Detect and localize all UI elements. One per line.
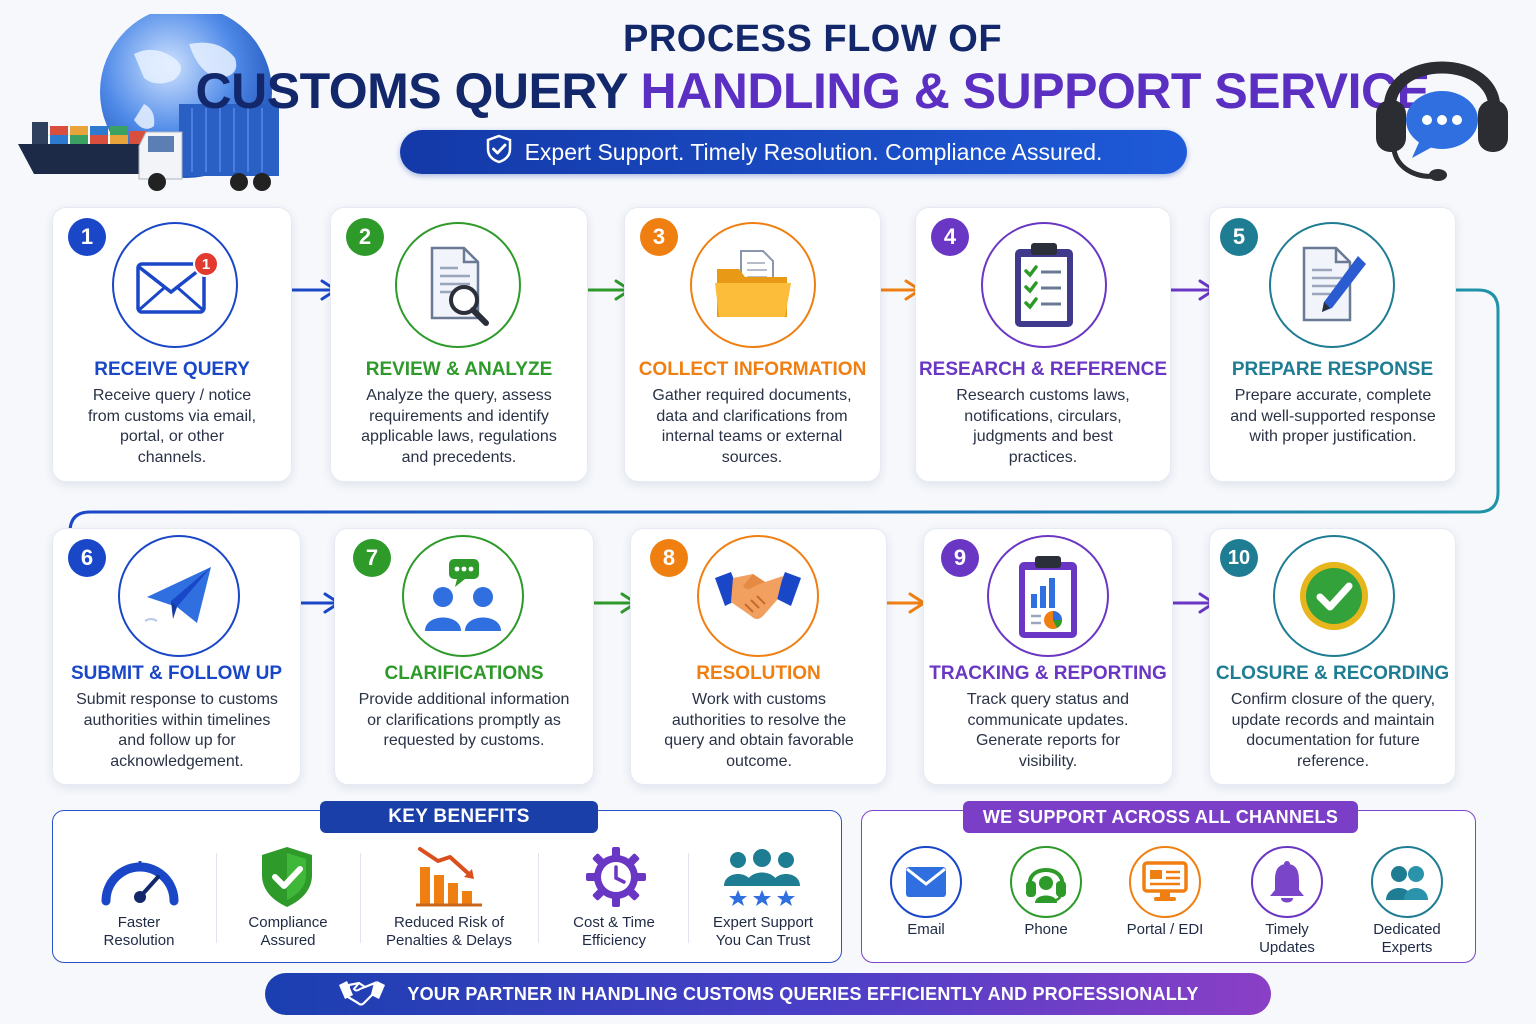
step-title: PREPARE RESPONSE	[1231, 359, 1434, 380]
handshake-icon	[697, 535, 819, 657]
step-number-badge: 1	[68, 218, 106, 256]
divider	[216, 853, 217, 943]
benefit-label: Reduced Risk of Penalties & Delays	[386, 914, 512, 949]
channel-label: Phone	[1024, 921, 1068, 938]
headset-icon	[1010, 846, 1082, 918]
step-description: Research customs laws, notifications, ci…	[956, 387, 1130, 466]
notification-count: 1	[202, 256, 210, 273]
people-chat-icon	[402, 535, 524, 657]
step-number-badge: 3	[640, 218, 678, 256]
support-channels-heading: WE SUPPORT ACROSS ALL CHANNELS	[963, 801, 1358, 833]
folder-icon	[690, 222, 816, 348]
channel-label: Portal / EDI	[1126, 921, 1204, 938]
page-title-line1: PROCESS FLOW OF	[622, 18, 1003, 60]
benefit-label: Compliance Assured	[248, 914, 328, 949]
step-title: CLOSURE & RECORDING	[1215, 663, 1450, 684]
step-number-badge: 5	[1220, 218, 1258, 256]
step-description: Provide additional information or clarif…	[358, 691, 570, 749]
divider	[360, 853, 361, 943]
step-number-badge: 10	[1220, 539, 1258, 577]
users-icon	[1371, 846, 1443, 918]
step-description: Analyze the query, assess requirements a…	[361, 387, 557, 466]
declining-bars-icon	[414, 845, 484, 909]
envelope-icon: 1	[112, 222, 238, 348]
step-description: Submit response to customs authorities w…	[76, 691, 278, 770]
key-benefits-panel	[52, 810, 842, 963]
handshake-icon	[337, 977, 387, 1012]
step-number-badge: 6	[68, 539, 106, 577]
step-description: Receive query / notice from customs via …	[87, 387, 257, 466]
step-description: Confirm closure of the query, update rec…	[1230, 691, 1436, 770]
headset-chat-icon	[1372, 22, 1512, 187]
divider	[538, 853, 539, 943]
title-handling-support: HANDLING & SUPPORT SERVICE	[640, 63, 1430, 119]
speedometer-icon	[98, 845, 182, 909]
shield-check-icon	[485, 134, 513, 170]
clipboard-checklist-icon	[981, 222, 1107, 348]
globe-logistics-illustration	[14, 6, 284, 194]
benefit-label: Expert Support You Can Trust	[712, 914, 814, 949]
step-description: Work with customs authorities to resolve…	[664, 691, 854, 770]
step-title: COLLECT INFORMATION	[638, 359, 867, 380]
title-customs-query: CUSTOMS QUERY	[195, 63, 628, 119]
step-title: RECEIVE QUERY	[94, 359, 250, 380]
bell-icon	[1251, 846, 1323, 918]
check-circle-icon	[1273, 535, 1395, 657]
shield-check-icon	[258, 845, 316, 909]
step-description: Prepare accurate, complete and well-supp…	[1230, 387, 1436, 445]
channel-label: Dedicated Experts	[1373, 921, 1441, 956]
document-magnifier-icon	[395, 222, 521, 348]
footer-text: YOUR PARTNER IN HANDLING CUSTOMS QUERIES…	[407, 983, 1199, 1004]
footer-banner: YOUR PARTNER IN HANDLING CUSTOMS QUERIES…	[265, 973, 1271, 1015]
step-title: REVIEW & ANALYZE	[365, 359, 553, 380]
step-title: TRACKING & REPORTING	[929, 663, 1167, 684]
step-description: Gather required documents, data and clar…	[652, 387, 852, 466]
report-chart-icon	[987, 535, 1109, 657]
envelope-icon	[890, 846, 962, 918]
step-number-badge: 9	[941, 539, 979, 577]
monitor-icon	[1129, 846, 1201, 918]
step-title: RESEARCH & REFERENCE	[918, 359, 1168, 380]
tagline-text: Expert Support. Timely Resolution. Compl…	[524, 138, 1103, 165]
gear-clock-icon	[584, 845, 648, 909]
step-description: Track query status and communicate updat…	[966, 691, 1130, 770]
step-number-badge: 7	[353, 539, 391, 577]
key-benefits-heading: KEY BENEFITS	[320, 801, 598, 833]
tagline-banner: Expert Support. Timely Resolution. Compl…	[400, 130, 1187, 174]
step-number-badge: 2	[346, 218, 384, 256]
step-title: CLARIFICATIONS	[384, 663, 544, 684]
paper-plane-icon	[118, 535, 240, 657]
page-title-line2: CUSTOMS QUERY HANDLING & SUPPORT SERVICE	[0, 62, 1536, 120]
benefit-label: Cost & Time Efficiency	[573, 914, 655, 949]
divider	[688, 853, 689, 943]
benefit-label: Faster Resolution	[103, 914, 175, 949]
channel-label: Email	[907, 921, 945, 938]
channel-label: Timely Updates	[1259, 921, 1315, 956]
document-pen-icon	[1269, 222, 1395, 348]
step-title: SUBMIT & FOLLOW UP	[70, 663, 283, 684]
team-stars-icon	[722, 848, 802, 908]
step-title: RESOLUTION	[696, 663, 821, 684]
step-number-badge: 4	[931, 218, 969, 256]
step-number-badge: 8	[650, 539, 688, 577]
